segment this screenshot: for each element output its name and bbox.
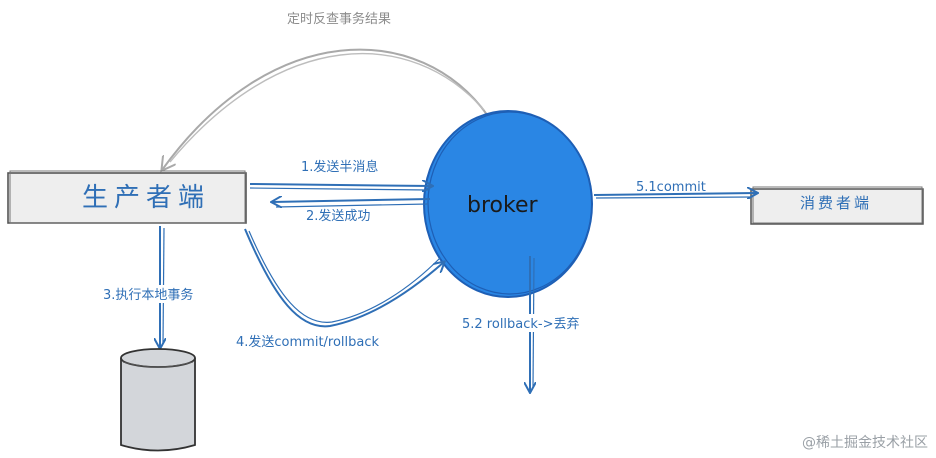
rollback-label-bg — [458, 314, 608, 332]
rollback-edge: 5.2 rollback->丢弃 — [458, 256, 608, 392]
send-ok-label: 2.发送成功 — [306, 208, 370, 224]
producer-label: 生产者端 — [82, 183, 210, 213]
producer-node: 生产者端 — [7, 170, 247, 224]
database-body — [120, 358, 196, 452]
send-commit-arrow — [244, 228, 444, 328]
check-back-arrow-sketch — [169, 52, 485, 163]
rollback-label: 5.2 rollback->丢弃 — [462, 317, 580, 332]
broker-circle-sketch — [427, 111, 593, 295]
local-tx-label: 3.执行本地事务 — [103, 287, 193, 303]
send-commit-label: 4.发送commit/rollback — [236, 334, 380, 350]
consumer-box-sketch — [752, 186, 923, 224]
producer-box — [7, 172, 247, 224]
database-top-sketch — [122, 361, 194, 368]
send-ok-arrow — [272, 199, 431, 202]
send-ok-arrow-sketch — [275, 203, 429, 208]
consumer-label: 消费者端 — [800, 194, 872, 212]
check-back-edge: 定时反查事务结果 — [162, 11, 489, 170]
send-half-label: 1.发送半消息 — [301, 159, 378, 175]
commit-edge: 5.1commit — [593, 180, 757, 199]
commit-arrow — [593, 193, 757, 195]
database-cylinder — [120, 348, 196, 452]
broker-node: broker — [423, 110, 593, 298]
check-back-arrow — [162, 48, 489, 170]
check-back-label: 定时反查事务结果 — [287, 11, 391, 27]
send-half-edge: 1.发送半消息 — [249, 159, 432, 191]
commit-label: 5.1commit — [636, 180, 706, 195]
producer-box-sketch — [9, 170, 246, 224]
send-commit-arrow-sketch — [248, 230, 441, 323]
local-tx-label-bg — [98, 285, 218, 303]
consumer-node: 消费者端 — [750, 186, 924, 225]
consumer-box — [750, 188, 924, 225]
local-tx-edge: 3.执行本地事务 — [98, 226, 218, 348]
watermark: @稀土掘金技术社区 — [802, 435, 928, 451]
send-half-arrow-sketch — [249, 187, 429, 191]
broker-label: broker — [467, 193, 538, 218]
send-half-arrow — [249, 184, 432, 186]
send-ok-edge: 2.发送成功 — [272, 199, 431, 224]
send-commit-edge: 4.发送commit/rollback — [236, 228, 444, 350]
commit-arrow-sketch — [595, 196, 753, 199]
